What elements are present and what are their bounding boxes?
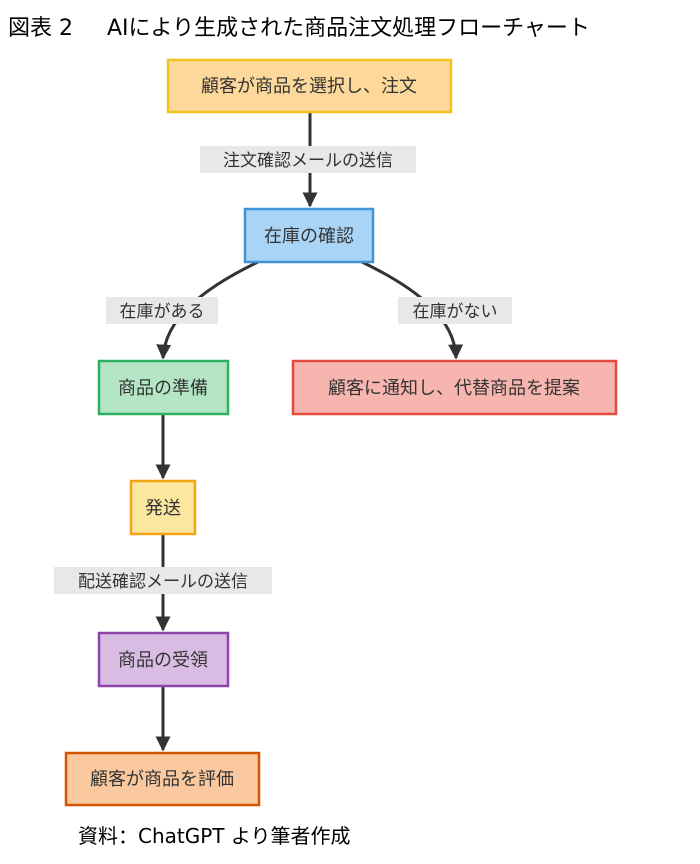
- edge-label-bg: [398, 297, 512, 324]
- node-review-label: 顧客が商品を評価: [90, 769, 234, 790]
- node-ship: 発送: [129, 479, 197, 536]
- node-prepare-box: [97, 359, 230, 416]
- figure-title-text: AIにより生成された商品注文処理フローチャート: [107, 16, 590, 41]
- node-ship-box: [129, 479, 197, 536]
- node-order: 顧客が商品を選択し、注文: [166, 58, 453, 114]
- edge-label-bg: [200, 146, 416, 173]
- node-stock-check-box: [243, 207, 375, 264]
- node-prepare: 商品の準備: [97, 359, 230, 416]
- node-ship-label: 発送: [145, 498, 181, 519]
- node-stock-check-label: 在庫の確認: [264, 226, 354, 247]
- node-receive: 商品の受領: [97, 631, 230, 688]
- edge-label-ship-to-receive: 配送確認メールの送信: [78, 572, 248, 592]
- edge-label-bg: [54, 567, 272, 594]
- edge-labels: 注文確認メールの送信 在庫がある 在庫がない 配送確認メールの送信: [54, 146, 512, 594]
- node-stock-check: 在庫の確認: [243, 207, 375, 264]
- node-prepare-label: 商品の準備: [118, 378, 208, 399]
- figure-number: 図表 2: [8, 16, 73, 41]
- node-notify-label: 顧客に通知し、代替商品を提案: [328, 378, 580, 399]
- source-note: 資料：ChatGPT より筆者作成: [78, 824, 351, 848]
- edge-label-stock-to-prepare: 在庫がある: [120, 302, 205, 322]
- node-order-box: [166, 58, 453, 114]
- node-notify-box: [291, 359, 618, 416]
- edge-label-order-to-stock: 注文確認メールの送信: [223, 151, 393, 171]
- node-receive-label: 商品の受領: [118, 650, 208, 671]
- edge-label-stock-to-notify: 在庫がない: [413, 302, 498, 322]
- edge-label-bg: [106, 297, 218, 324]
- figure-title: 図表 2 AIにより生成された商品注文処理フローチャート: [8, 10, 590, 42]
- node-notify: 顧客に通知し、代替商品を提案: [291, 359, 618, 416]
- node-review-box: [64, 751, 261, 807]
- node-review: 顧客が商品を評価: [64, 751, 261, 807]
- node-receive-box: [97, 631, 230, 688]
- node-order-label: 顧客が商品を選択し、注文: [201, 76, 417, 97]
